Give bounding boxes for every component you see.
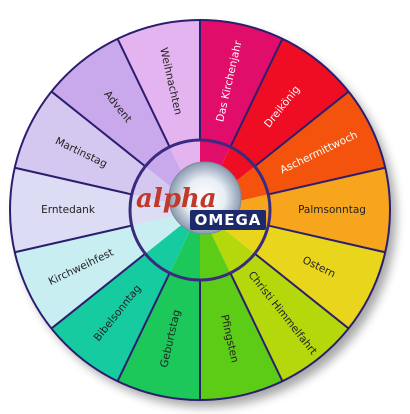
segment-7 [200, 273, 283, 400]
segment-11 [9, 167, 132, 253]
segment-14 [117, 20, 200, 147]
segment-dividers [14, 20, 386, 400]
logo-omega-text: OMEGA [195, 211, 262, 229]
segment-divider [229, 272, 284, 382]
segment-2 [230, 38, 349, 167]
segment-divider [268, 166, 386, 196]
segment-divider [116, 38, 171, 148]
segment-divider [14, 166, 132, 196]
segment-divider [229, 38, 284, 148]
wheel-segments [9, 20, 390, 400]
segment-divider [116, 272, 171, 382]
segment-12 [14, 91, 146, 195]
segment-divider [50, 90, 146, 168]
segment-divider [268, 224, 386, 254]
segment-divider [254, 252, 350, 330]
segment-13 [51, 38, 170, 167]
wheel-outer-border [9, 19, 391, 401]
segment-10 [14, 225, 146, 329]
logo-alpha-text: alpha [136, 184, 217, 214]
segment-divider [254, 90, 350, 168]
segment-divider [50, 252, 146, 330]
hub-border [128, 138, 272, 282]
segment-1 [200, 20, 283, 147]
segment-5 [254, 225, 386, 329]
segment-8 [117, 273, 200, 400]
segment-3 [254, 91, 386, 195]
segment-6 [230, 253, 349, 382]
alpha-omega-logo: alpha OMEGA [136, 161, 266, 235]
segment-divider [14, 224, 132, 254]
segment-9 [51, 253, 170, 382]
hub-wedge-11 [130, 194, 200, 226]
logo-omega-box [190, 210, 266, 230]
segment-label: Palmsonntag [298, 204, 366, 216]
segment-label: Erntedank [41, 204, 96, 216]
segment-4 [268, 167, 390, 253]
